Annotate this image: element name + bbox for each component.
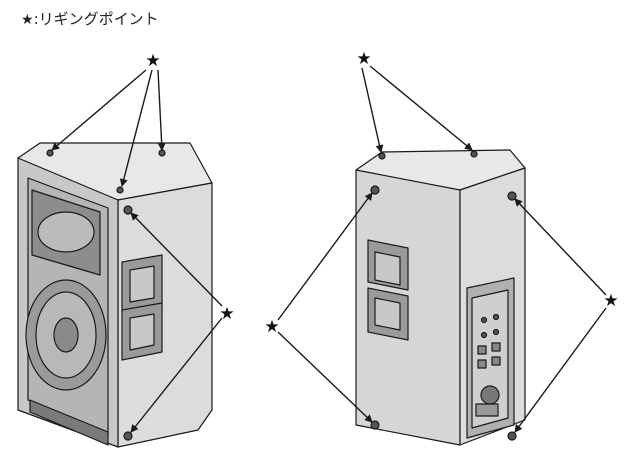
callout-lines xyxy=(51,65,607,433)
speaker-rear-view xyxy=(355,149,526,446)
rigging-point-star-icon: ★ xyxy=(603,291,618,311)
side-handle xyxy=(367,239,409,341)
legend: ★:リギングポイント xyxy=(21,8,159,29)
rigging-hole xyxy=(507,191,517,201)
legend-star-icon: ★ xyxy=(21,12,34,28)
rigging-point-star-icon: ★ xyxy=(219,304,234,324)
side-handle xyxy=(121,254,163,361)
amplifier-panel xyxy=(466,277,515,439)
rigging-hole xyxy=(123,205,133,215)
rigging-point-star-icon: ★ xyxy=(356,49,371,69)
rigging-hole xyxy=(46,149,54,157)
rigging-hole xyxy=(158,149,166,157)
rigging-hole xyxy=(370,420,380,430)
rigging-hole xyxy=(370,185,380,195)
rigging-point-star-icon: ★ xyxy=(145,51,160,71)
rigging-hole xyxy=(116,186,124,194)
rigging-hole xyxy=(507,431,517,441)
rigging-hole xyxy=(378,152,386,160)
legend-label: リギングポイント xyxy=(38,10,159,28)
legend-separator: : xyxy=(33,10,39,28)
rigging-hole xyxy=(123,431,133,441)
rigging-hole xyxy=(470,150,478,158)
speaker-front-view xyxy=(17,142,213,448)
rigging-point-star-icon: ★ xyxy=(264,317,279,337)
